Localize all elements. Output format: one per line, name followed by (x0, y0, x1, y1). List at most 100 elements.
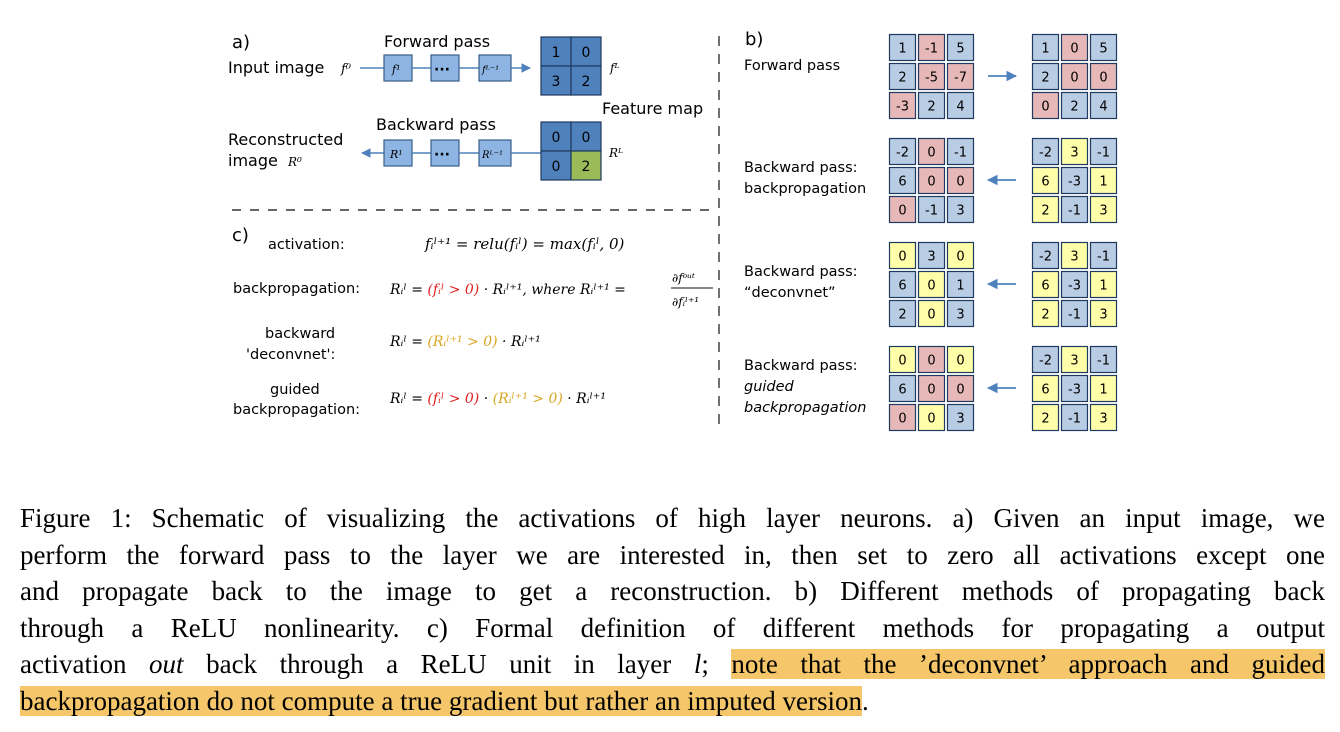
grid-cell-value: -1 (1097, 354, 1110, 369)
f0-label: f⁰ (340, 62, 352, 77)
grid-cell (946, 241, 975, 270)
grid-cell (917, 195, 946, 224)
grid-cell (917, 91, 946, 120)
panel-b-row-label: backpropagation (744, 400, 866, 416)
fm-top-cell: 3 (552, 74, 561, 90)
grid-cell-value: -3 (896, 100, 909, 115)
caption-text: activation (20, 649, 150, 679)
grid-cell (1089, 137, 1118, 166)
grid-cell (1089, 374, 1118, 403)
deconv-label-1: backward (265, 326, 335, 342)
backprop-frac-den: ∂fᵢˡ⁺¹ (672, 295, 699, 309)
figure-caption: Figure 1: Schematic of visualizing the a… (20, 500, 1325, 719)
grid-cell (1060, 374, 1089, 403)
grid-cell-value: 0 (956, 354, 964, 369)
grid-cell (888, 195, 917, 224)
grid-cell-value: 6 (1041, 383, 1049, 398)
grid-cell-value: -1 (1097, 250, 1110, 265)
caption-var-l: l (693, 649, 702, 679)
deconv-formula-a: Rᵢˡ = (389, 334, 427, 350)
figure-schematic: a) Forward pass Input image f⁰ f¹ ··· fᴸ… (228, 29, 1118, 432)
grid-cell-value: 1 (1041, 42, 1049, 57)
guided-formula-a: Rᵢˡ = (389, 391, 427, 407)
grid-cell-value: -5 (925, 71, 938, 86)
grid-cell (946, 374, 975, 403)
grid-cell (888, 166, 917, 195)
caption-text: back through a ReLU unit in layer (183, 649, 694, 679)
grid-cell-value: 4 (956, 100, 964, 115)
grid-cell (888, 374, 917, 403)
guided-formula-b: · Rᵢˡ⁺¹ (563, 391, 606, 407)
guided-formula-yellow: (Rᵢˡ⁺¹ > 0) (493, 391, 563, 407)
activation-formula: fᵢˡ⁺¹ = relu(fᵢˡ) = max(fᵢˡ, 0) (424, 235, 625, 253)
grid-cell-value: 0 (927, 175, 935, 190)
grid-cell (1031, 137, 1060, 166)
grid-cell-value: 2 (1070, 100, 1078, 115)
grid-cell-value: 2 (1041, 204, 1049, 219)
grid-cell-value: 0 (956, 175, 964, 190)
panel-b-row-label: backpropagation (744, 181, 866, 197)
grid-cell (1089, 33, 1118, 62)
grid-cell (946, 33, 975, 62)
grid-cell-value: 3 (1070, 146, 1078, 161)
panel-b-label: b) (745, 29, 763, 50)
input-image-label: Input image (228, 58, 324, 77)
grid-cell (917, 33, 946, 62)
grid-cell-value: 3 (1099, 204, 1107, 219)
grid-cell-value: 3 (1099, 412, 1107, 427)
grid-cell-value: 6 (898, 175, 906, 190)
deconv-formula: Rᵢˡ = (Rᵢˡ⁺¹ > 0) · Rᵢˡ⁺¹ (389, 334, 541, 350)
grid-cell (888, 270, 917, 299)
grid-cell-value: 2 (927, 100, 935, 115)
deconv-formula-b: · Rᵢˡ⁺¹ (498, 334, 541, 350)
fm-bottom-cell: 0 (582, 130, 591, 146)
caption-line: Figure 1: Schematic of visualizing the a… (20, 503, 1325, 533)
caption-line: and propagate back to the image to get a… (20, 576, 1325, 606)
grid-cell (1089, 241, 1118, 270)
caption-line-6: backpropagation do not compute a true gr… (20, 683, 1325, 720)
grid-cell (1031, 403, 1060, 432)
grid-cell-value: -3 (1068, 383, 1081, 398)
grid-cell (1031, 62, 1060, 91)
grid-cell-value: 3 (956, 204, 964, 219)
grid-cell-value: -1 (1068, 412, 1081, 427)
grid-cell (1031, 299, 1060, 328)
grid-cell-value: 4 (1099, 100, 1107, 115)
grid-cell (1089, 345, 1118, 374)
f1-label: f¹ (391, 63, 400, 76)
caption-text: ; (701, 649, 732, 679)
grid-cell (1089, 91, 1118, 120)
backprop-frac-num: ∂fᵒᵘᵗ (672, 271, 695, 285)
grid-cell (917, 241, 946, 270)
panel-b-row-label: Backward pass: (744, 358, 858, 374)
grid-cell (1060, 33, 1089, 62)
reconstructed-label-1: Reconstructed (228, 130, 343, 149)
guided-formula-mid: · (479, 391, 492, 407)
grid-cell-value: 0 (898, 412, 906, 427)
grid-cell-value: 5 (1099, 42, 1107, 57)
grid-cell-value: 0 (898, 354, 906, 369)
grid-cell-value: -2 (1039, 250, 1052, 265)
grid-cell (1031, 166, 1060, 195)
grid-cell (1060, 270, 1089, 299)
activation-label: activation: (268, 237, 345, 253)
panel-b-row-label: Backward pass: (744, 264, 858, 280)
grid-cell (1031, 195, 1060, 224)
guided-formula-red: (fᵢˡ > 0) (427, 391, 479, 407)
grid-cell (888, 299, 917, 328)
grid-cell-value: -3 (1068, 175, 1081, 190)
caption-text: . (861, 685, 869, 716)
backprop-formula-red: (fᵢˡ > 0) (427, 282, 479, 298)
grid-cell-value: 0 (927, 279, 935, 294)
R0-label: R⁰ (287, 155, 302, 169)
grid-cell (888, 33, 917, 62)
grid-cell (917, 403, 946, 432)
fm-top-cell: 1 (552, 45, 561, 61)
caption-line: through a ReLU nonlinearity. c) Formal d… (20, 612, 1325, 643)
grid-cell-value: -2 (1039, 354, 1052, 369)
grid-cell (917, 299, 946, 328)
grid-cell-value: 2 (898, 308, 906, 323)
grid-cell (1060, 299, 1089, 328)
guided-formula: Rᵢˡ = (fᵢˡ > 0) · (Rᵢˡ⁺¹ > 0) · Rᵢˡ⁺¹ (389, 391, 606, 407)
